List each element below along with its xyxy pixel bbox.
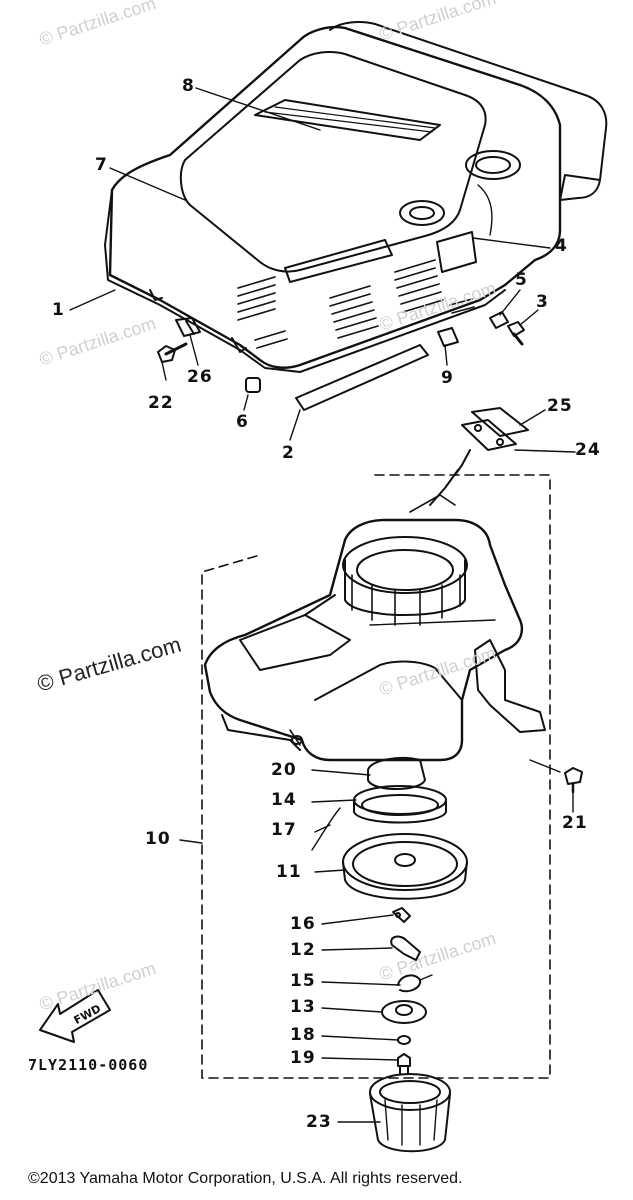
callout-10: 10 [145,829,171,849]
callout-3: 3 [536,292,549,312]
callout-5: 5 [515,270,528,290]
fwd-arrow [39,989,111,1043]
starter-cup [369,1073,451,1153]
callout-22: 22 [148,393,174,413]
callout-12: 12 [290,940,316,960]
callout-26: 26 [187,367,213,387]
callout-8: 8 [182,76,195,96]
copyright-notice: ©2013 Yamaha Motor Corporation, U.S.A. A… [28,1170,463,1187]
callout-2: 2 [282,443,295,463]
starter-internals [311,757,468,1075]
callout-24: 24 [575,440,601,460]
drawing-code: 7LY2110-0060 [28,1056,149,1074]
callout-18: 18 [290,1025,316,1045]
callout-17: 17 [271,820,297,840]
callout-11: 11 [276,862,302,882]
cover-fasteners [157,311,525,411]
callout-15: 15 [290,971,316,991]
callout-25: 25 [547,396,573,416]
bolt-21 [564,767,583,794]
callout-7: 7 [95,155,108,175]
callout-20: 20 [271,760,297,780]
callout-13: 13 [290,997,316,1017]
callout-23: 23 [306,1112,332,1132]
callout-4: 4 [555,236,568,256]
callout-6: 6 [236,412,249,432]
callout-19: 19 [290,1048,316,1068]
bracket-assembly [429,407,529,506]
assembly-boundary [201,474,551,1079]
starter-housing [203,494,546,762]
top-cowling [104,21,608,373]
leader-lines [69,87,576,1123]
callout-16: 16 [290,914,316,934]
callout-14: 14 [271,790,297,810]
callout-9: 9 [441,368,454,388]
callout-1: 1 [52,300,65,320]
callout-21: 21 [562,813,588,833]
